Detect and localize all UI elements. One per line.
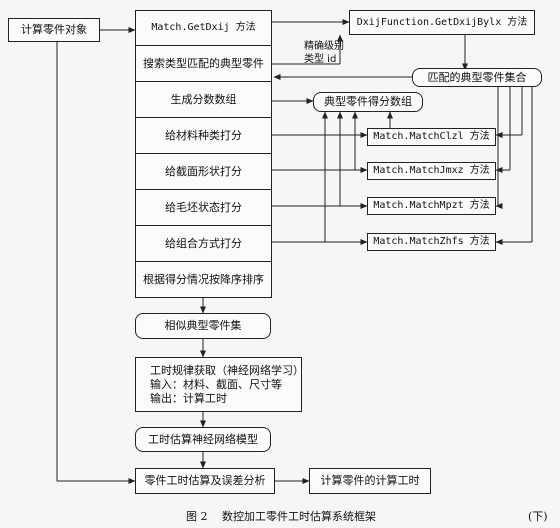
figure-number: 图 2 [186,510,208,523]
calc-part-object-node: 计算零件对象 [8,18,100,42]
rule-acquisition-input: 输入：材料、截面、尺寸等 [150,377,282,391]
rule-acquisition-node: 工时规律获取（神经网络学习） 输入：材料、截面、尺寸等 输出：计算工时 [135,357,304,412]
process-stack: Match.GetDxij 方法 搜索类型匹配的典型零件 生成分数数组 给材料种… [135,10,272,298]
figure-title: 数控加工零件工时估算系统框架 [222,510,376,523]
dxij-function-node: DxijFunction.GetDxijBylx 方法 [349,10,535,35]
match-zhfs-node: Match.MatchZhfs 方法 [367,233,496,251]
similar-typical-set-node: 相似典型零件集 [135,313,271,339]
estimation-error-node: 零件工时估算及误差分析 [135,468,275,494]
score-section-node: 给截面形状打分 [136,154,271,190]
match-jmxz-node: Match.MatchJmxz 方法 [367,162,496,180]
search-typical-parts-node: 搜索类型匹配的典型零件 [136,46,271,82]
typical-score-array-node: 典型零件得分数组 [313,92,423,112]
score-blank-node: 给毛坯状态打分 [136,190,271,226]
type-id-label: 类型 id [304,54,337,65]
rule-acquisition-output: 输出：计算工时 [150,391,227,405]
match-clzl-node: Match.MatchClzl 方法 [367,128,496,146]
calc-result-node: 计算零件的计算工时 [309,468,431,494]
score-combination-node: 给组合方式打分 [136,226,271,262]
match-mpzt-node: Match.MatchMpzt 方法 [367,197,496,215]
rule-acquisition-title: 工时规律获取（神经网络学习） [150,363,304,377]
precision-level-label: 精确级别 [304,41,344,52]
nn-model-node: 工时估算神经网络模型 [135,427,271,452]
matched-typical-set-node: 匹配的典型零件集合 [412,68,542,87]
continued-mark: (下) [528,510,548,523]
generate-score-array-node: 生成分数数组 [136,82,271,118]
score-material-node: 给材料种类打分 [136,118,271,154]
sort-by-score-node: 根据得分情况按降序排序 [143,272,264,286]
getdxij-method-node: Match.GetDxij 方法 [136,11,271,46]
